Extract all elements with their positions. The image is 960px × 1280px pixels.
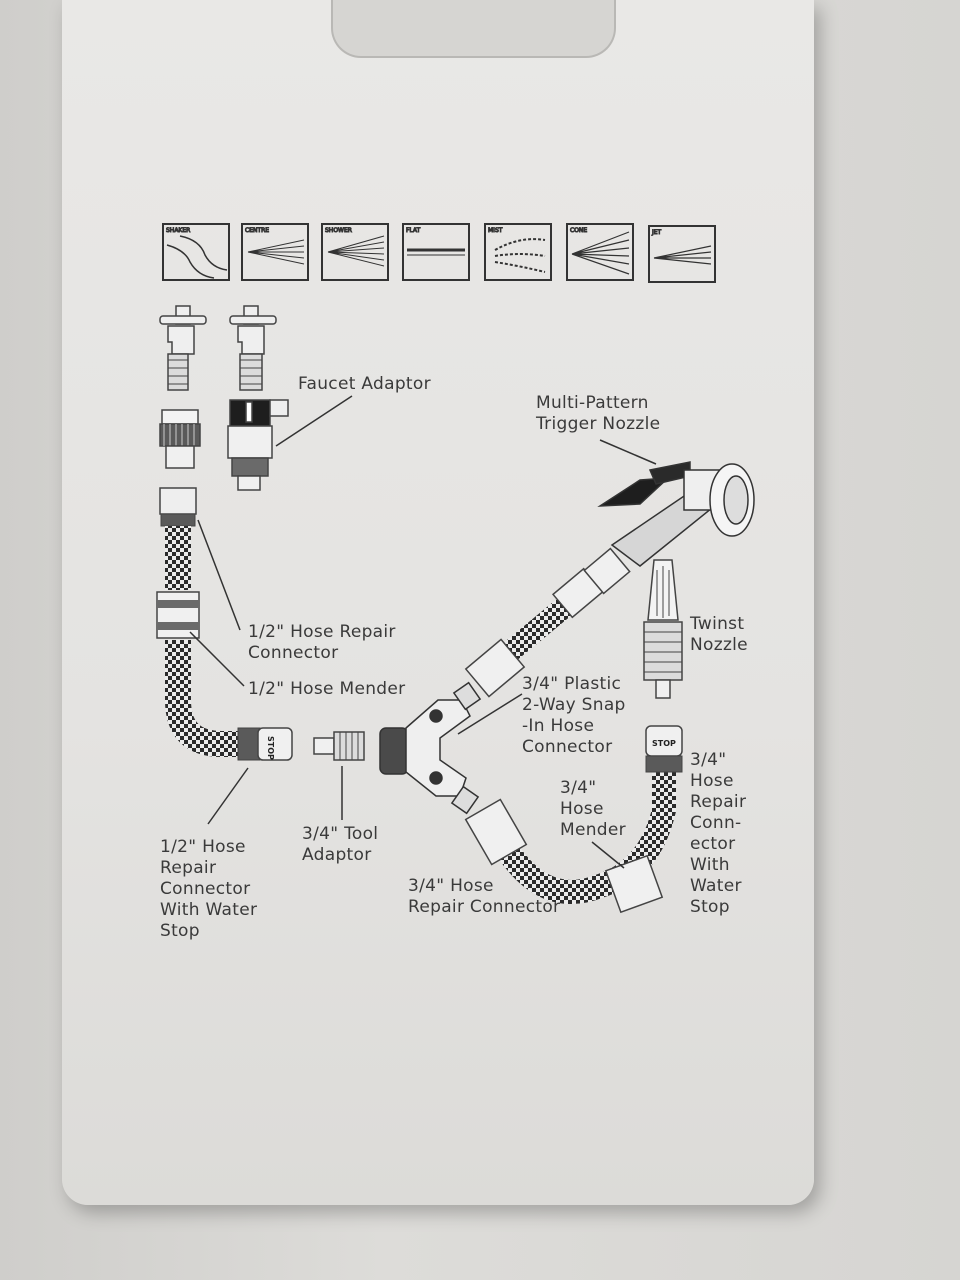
- stop-mark-right: STOP: [652, 739, 676, 748]
- pattern-label-shower: SHOWER: [325, 227, 352, 234]
- pattern-label-cone: CONE: [570, 227, 587, 234]
- pattern-label-mist: MIST: [488, 227, 503, 234]
- tool-adaptor-icon: [313, 731, 365, 761]
- faucet-adaptor-label: Faucet Adaptor: [298, 374, 431, 394]
- upper-three-quarter-hose-icon: [464, 547, 631, 698]
- pattern-label-jet: JET: [651, 229, 662, 236]
- half-repair-connector-label: 1/2" Hose Repair Connector: [248, 622, 396, 663]
- half-mender-label: 1/2" Hose Mender: [248, 679, 406, 699]
- pattern-label-shaker: SHAKER: [166, 227, 190, 234]
- trigger-nozzle-icon: [597, 461, 755, 567]
- pattern-icon-cone: CONE: [566, 223, 634, 281]
- three-quarter-repair-label: 3/4" Hose Repair Connector: [408, 876, 561, 917]
- small-tap-adaptor-icon: [159, 409, 201, 469]
- faucet-adaptor-icon: [227, 399, 289, 491]
- half-inch-hose-icon: STOP: [156, 487, 293, 761]
- hang-hole: [331, 0, 616, 58]
- pattern-label-centre: CENTRE: [245, 227, 269, 234]
- pattern-icon-flat: FLAT: [402, 223, 470, 281]
- faucet-right-icon: [229, 305, 277, 391]
- pattern-label-flat: FLAT: [406, 227, 421, 234]
- pattern-icon-centre: CENTRE: [241, 223, 309, 281]
- faucet-left-icon: [159, 305, 207, 391]
- twist-nozzle-label: Twinst Nozzle: [690, 614, 748, 655]
- lower-three-quarter-hose-icon: STOP: [464, 725, 683, 914]
- trigger-nozzle-label: Multi-Pattern Trigger Nozzle: [536, 393, 661, 434]
- half-repair-stop-label: 1/2" Hose Repair Connector With Water St…: [160, 837, 258, 941]
- pattern-icon-mist: MIST: [484, 223, 552, 281]
- stop-mark-left: STOP: [266, 736, 275, 760]
- pattern-icon-shaker: SHAKER: [162, 223, 230, 281]
- three-quarter-mender-label: 3/4" Hose Mender: [560, 778, 626, 840]
- twist-nozzle-icon: [643, 559, 683, 699]
- plastic-snap-connector-label: 3/4" Plastic 2-Way Snap -In Hose Connect…: [522, 674, 626, 757]
- pattern-icon-shower: SHOWER: [321, 223, 389, 281]
- spray-pattern-row: SHAKER CENTRE SHOWER FLAT MIST CONE: [162, 223, 716, 283]
- three-quarter-repair-stop-label: 3/4" Hose Repair Conn- ector With Water …: [690, 750, 747, 917]
- pattern-icon-jet: JET: [648, 225, 716, 283]
- tool-adaptor-label: 3/4" Tool Adaptor: [302, 824, 379, 865]
- y-connector-icon: [379, 681, 482, 815]
- leader-lines: [189, 395, 657, 869]
